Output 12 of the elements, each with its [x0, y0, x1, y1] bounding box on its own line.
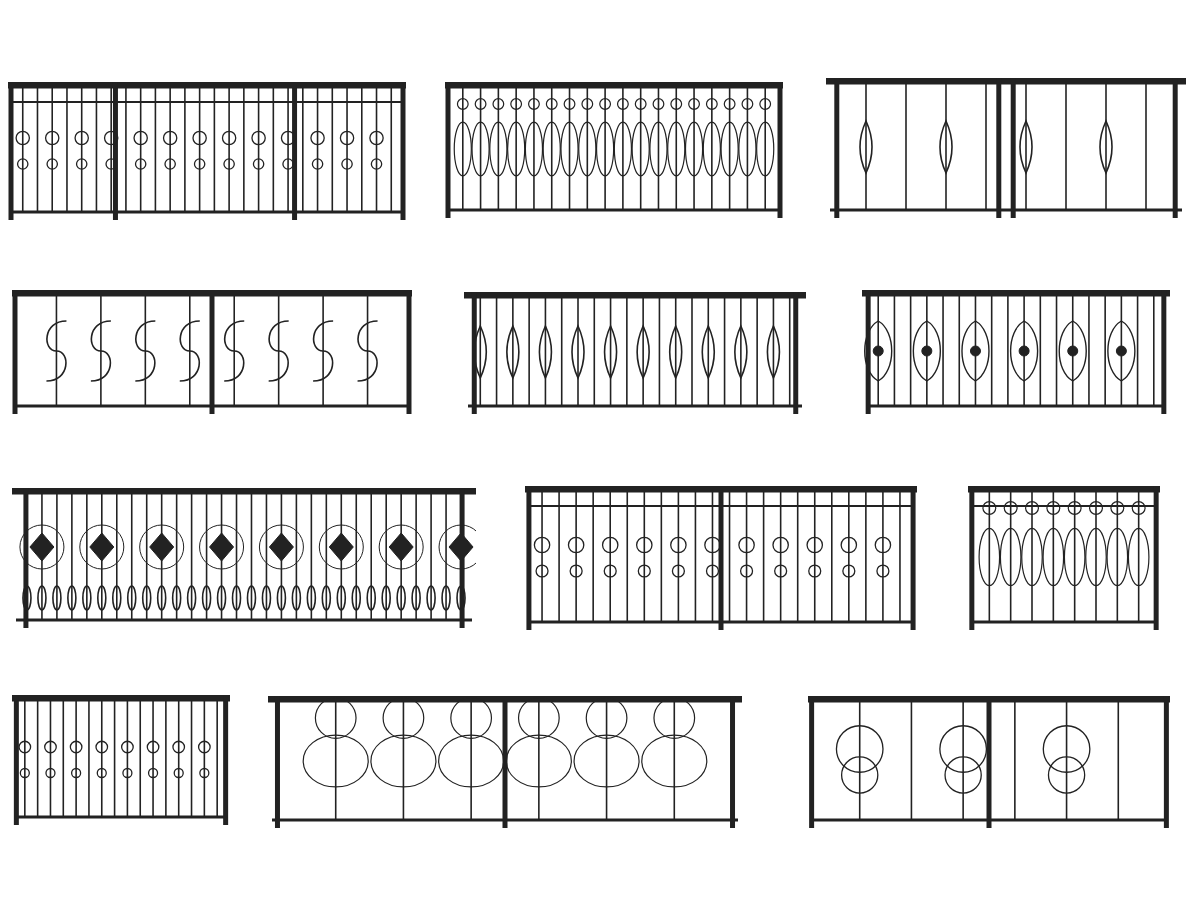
railing-drawing — [12, 488, 476, 628]
railing-drawing — [268, 696, 742, 828]
railing-drawing — [862, 290, 1170, 414]
railing-drawing — [12, 695, 230, 825]
railing-drawing — [826, 78, 1186, 218]
railing-drawing — [8, 82, 406, 220]
railing-drawing — [464, 292, 806, 414]
railing-drawing — [525, 486, 917, 630]
railing-drawing — [445, 82, 783, 218]
railing-drawing — [12, 290, 412, 414]
railing-drawing — [968, 486, 1160, 630]
railing-drawing — [808, 696, 1170, 828]
